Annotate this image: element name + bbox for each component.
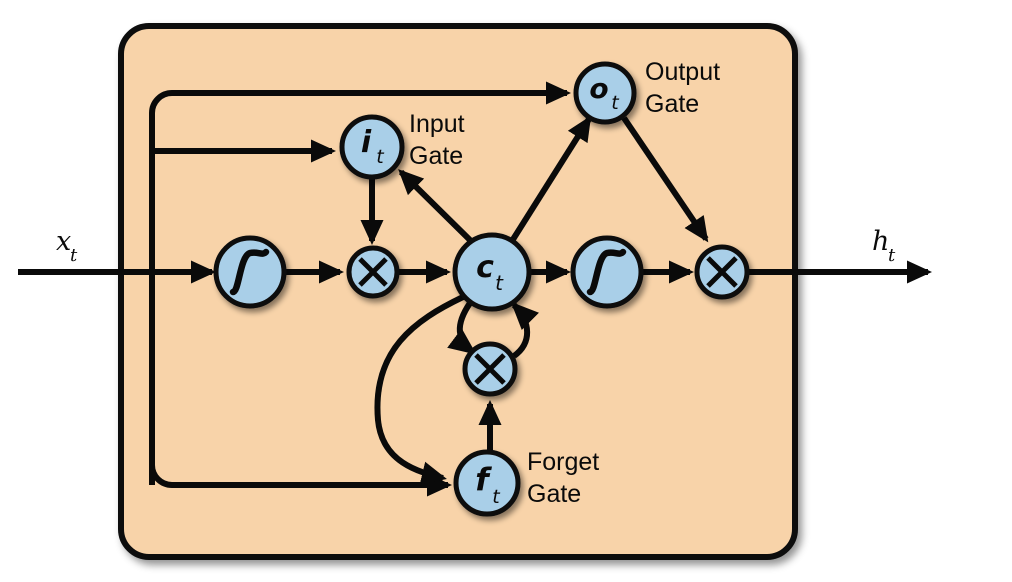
output-gate-subscript: t: [611, 92, 620, 114]
forget-gate-annotation-line1: Forget: [527, 448, 599, 476]
input-gate-annotation-line2: Gate: [409, 142, 463, 170]
node-sigmoid-output[interactable]: [570, 235, 644, 309]
wiring-group: [18, 81, 933, 497]
node-sigmoid-input[interactable]: [213, 235, 287, 309]
edge-cell-to-output-gate-peephole: [509, 115, 592, 243]
input-gate-subscript: t: [376, 146, 385, 168]
edge-cell-to-input-gate-peephole: [398, 169, 475, 245]
multiply-x-icon-3: [474, 353, 506, 385]
cell-state-subscript: t: [495, 271, 504, 295]
multiply-x-icon: [358, 257, 388, 287]
node-output-gate[interactable]: [573, 61, 637, 125]
input-gate-annotation-line1: Input: [409, 110, 465, 138]
cell-state-symbol: c: [476, 250, 494, 285]
edge-output-gate-to-output-mult: [621, 116, 709, 243]
node-input-gate[interactable]: [339, 114, 405, 180]
output-signal-subscript: t: [888, 245, 896, 266]
edge-spine-to-forget-gate: [149, 464, 453, 497]
sigmoid-glyph-icon-2: [586, 248, 627, 296]
node-forget-gate[interactable]: [453, 449, 521, 517]
input-gate-symbol: i: [361, 125, 372, 160]
forget-gate-annotation-line2: Gate: [527, 480, 581, 508]
sigmoid-glyph-icon: [229, 248, 270, 296]
input-signal-subscript: t: [70, 245, 78, 266]
edge-forget-mult-to-cell: [510, 301, 539, 359]
input-signal-label: x: [56, 226, 71, 257]
node-cell-state[interactable]: [452, 232, 532, 312]
forget-gate-symbol: f: [475, 462, 492, 498]
multiply-x-icon-2: [706, 256, 738, 288]
output-gate-symbol: o: [589, 72, 608, 105]
output-gate-annotation-line2: Gate: [645, 90, 699, 118]
output-signal-label: h: [872, 226, 889, 257]
edge-spine-to-output-gate: [149, 81, 572, 114]
edge-cell-to-forget-gate: [374, 294, 465, 485]
edge-cell-to-forget-mult: [447, 301, 477, 355]
output-gate-annotation-line1: Output: [645, 58, 720, 86]
forget-gate-subscript: t: [492, 486, 501, 508]
